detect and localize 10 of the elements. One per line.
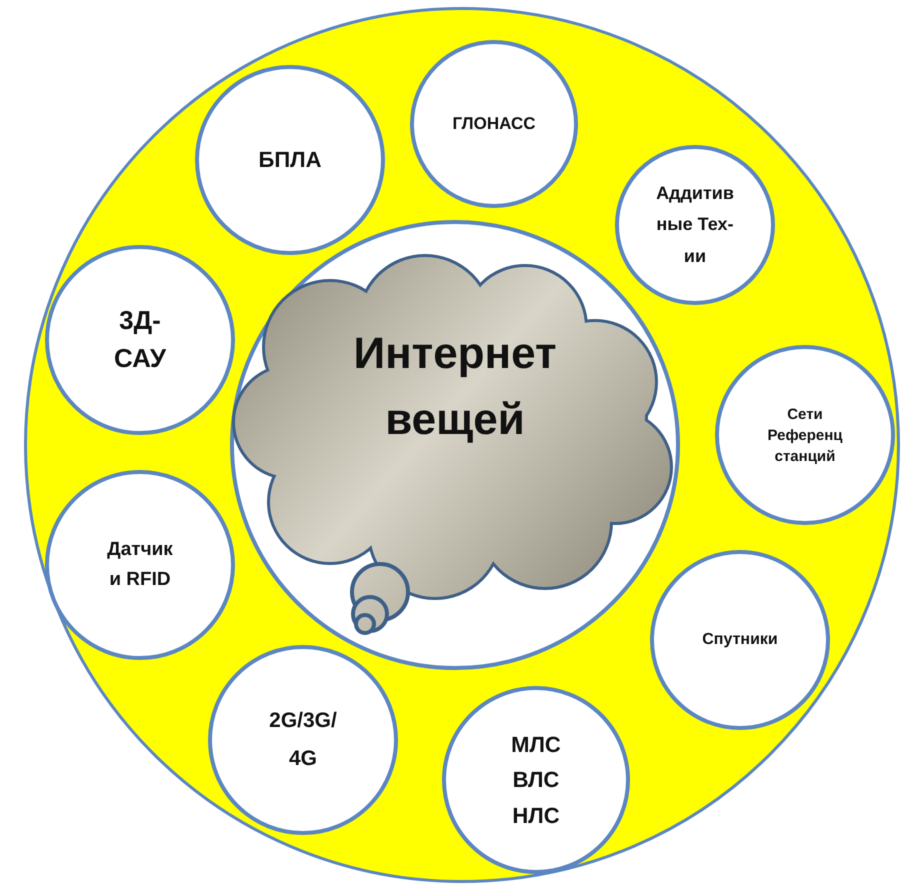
node-label: Интернет вещей: [352, 328, 558, 446]
node-label: Аддитив ные Тех- ии: [655, 182, 735, 268]
node-label: Сети Референц станций: [767, 404, 843, 466]
node-label: МЛС ВЛС НЛС: [511, 731, 561, 830]
node-label: Датчик и RFID: [107, 538, 173, 592]
node-label: Спутники: [701, 630, 779, 650]
node-label: 2G/3G/ 4G: [268, 708, 338, 772]
node-label: ГЛОНАСС: [451, 112, 537, 135]
node-label: БПЛА: [258, 146, 322, 174]
node-label: 3Д- САУ: [112, 304, 168, 375]
